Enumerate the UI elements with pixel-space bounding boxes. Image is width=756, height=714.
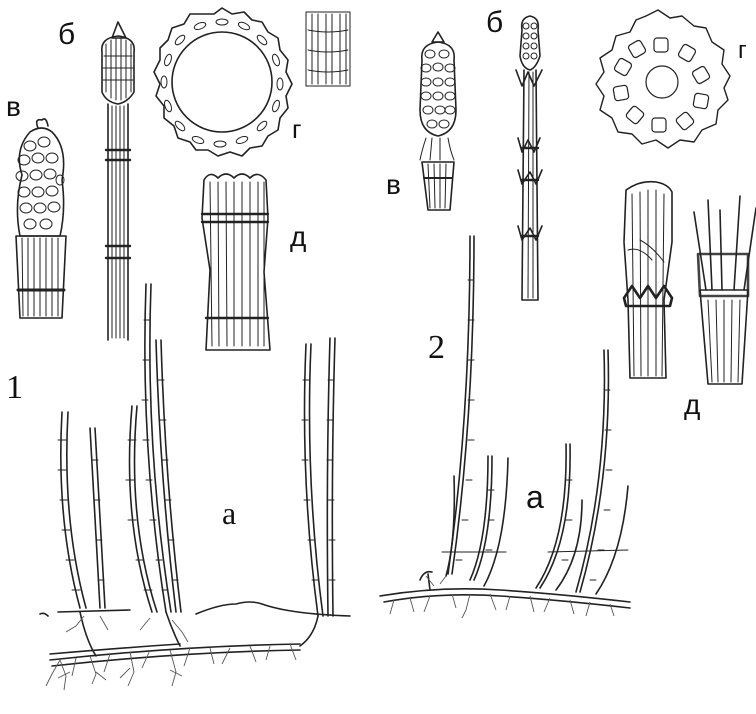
panel-2-sheath-right — [694, 196, 756, 384]
panel-2-sheath-left — [624, 182, 672, 378]
panel-2-label-v: в — [386, 169, 401, 200]
panel-2: 2 б в г д а — [380, 6, 756, 618]
panel-1-sheath — [202, 174, 270, 350]
panel-2-label-g: г — [738, 37, 747, 64]
panel-2-label-d: д — [684, 389, 700, 420]
panel-2-label-b: б — [486, 6, 503, 39]
panel-1: 1 б в г д а — [6, 8, 350, 690]
panel-1-label-b: б — [58, 18, 75, 51]
panel-2-label-a: а — [526, 479, 544, 515]
panel-2-fertile-shoot — [516, 16, 542, 300]
panel-1-fertile-shoot — [102, 22, 134, 340]
panel-2-strobilus — [420, 32, 456, 210]
panel-1-label-v: в — [6, 91, 21, 122]
panel-1-label-d: д — [290, 221, 306, 252]
panel-1-cross-section — [154, 8, 292, 156]
panel-2-cross-section — [596, 10, 730, 148]
panel-1-plant — [40, 284, 350, 690]
panel-1-number: 1 — [6, 369, 23, 406]
panel-1-stem-detail — [306, 12, 350, 86]
panel-1-label-g: г — [292, 114, 301, 144]
panel-2-plant — [380, 236, 630, 618]
panel-2-number: 2 — [428, 329, 445, 366]
panel-1-strobilus — [16, 119, 66, 318]
panel-1-label-a: а — [222, 495, 236, 531]
